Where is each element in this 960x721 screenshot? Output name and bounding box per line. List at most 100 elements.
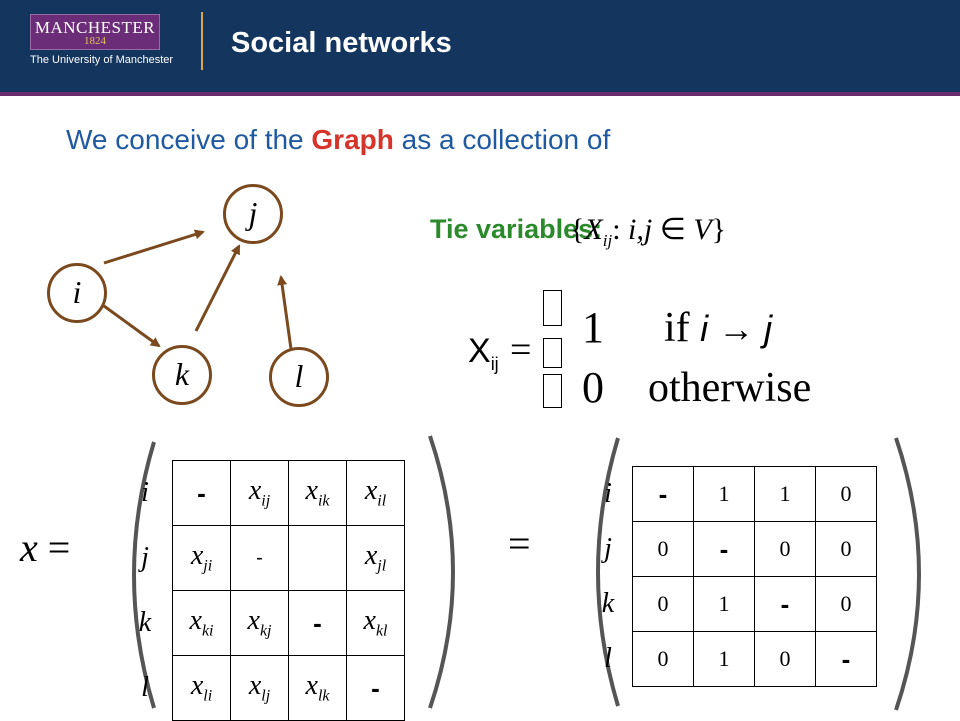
definition-one: 1 [582,303,604,352]
set-colon: : [612,213,621,246]
matrix-cell: - [693,521,755,577]
matrix-cell: xlk [288,655,347,721]
matrix-cell: xki [172,590,231,656]
matrix-cell: 0 [632,521,694,577]
logo-year: 1824 [84,35,106,47]
tie-variables-label: Tie variables: [430,214,603,244]
logo-wordmark: MANCHESTER [34,18,156,37]
university-name: The University of Manchester [30,54,174,66]
set-open-brace: { [570,213,585,246]
matrix-lhs-var: x [20,525,38,570]
definition-equals: = [510,329,532,371]
edge-i-k [103,304,161,348]
slide-subtitle: We conceive of the Graph as a collection… [66,124,610,156]
set-index: i,j [628,213,653,246]
matrix-lhs: x = [20,524,70,571]
node-l-label: l [294,358,304,394]
matrix-cell: xji [172,525,231,591]
right-paren-1 [428,435,455,709]
matrix-row-label: k [138,607,152,638]
header-bar: MANCHESTER 1824 The University of Manche… [0,0,960,92]
node-j-label: j [248,195,258,231]
matrix-cell: xjl [346,525,405,591]
brace-box-mid [543,338,562,368]
edge-k-j [194,244,241,332]
matrix-cell: - [346,655,405,721]
edge-l-j [277,275,293,350]
subtitle-after: as a collection of [393,124,611,155]
subtitle-before: We conceive of the [66,124,312,155]
node-i[interactable]: i [47,263,107,323]
matrix-cell: 0 [754,631,816,687]
definition-lhs-sub: ij [490,353,499,374]
matrix-cell: - [815,631,877,687]
matrix-cell [288,525,347,591]
definition-condition: if i → j [664,304,772,352]
edge-i-j [103,229,205,265]
matrix-cell: - [754,576,816,632]
definition-zero: 0 [582,363,604,412]
right-paren-2 [894,437,921,711]
matrix-cell: 1 [693,631,755,687]
matrix-cell: 0 [815,576,877,632]
set-var-sub: ij [602,231,613,250]
matrix-cell: 0 [754,521,816,577]
header-stripe [0,92,960,96]
left-paren-2 [596,437,620,707]
definition-if-expr: i → j [700,308,773,349]
matrix-cell: 0 [815,466,877,522]
definition-lhs-var: X [468,332,491,370]
matrix-cell: xik [288,460,347,526]
definition-lhs: Xij [468,332,499,375]
node-i-label: i [72,274,82,310]
matrix-cell: - [230,525,289,591]
node-k[interactable]: k [152,345,212,405]
matrix-cell: xli [172,655,231,721]
brace-box-top [543,290,562,326]
matrix-lhs-equals: = [47,525,71,570]
matrix-cell: xil [346,460,405,526]
matrix-row-label: i [604,478,612,509]
node-l[interactable]: l [269,347,329,407]
matrix-equals: = [508,521,531,566]
set-element-of: ∈ [659,213,686,246]
matrix-row-label: l [604,643,612,674]
university-logo[interactable]: MANCHESTER 1824 [30,14,160,50]
node-k-label: k [174,356,190,392]
matrix-cell: xkl [346,590,405,656]
matrix-cell: - [288,590,347,656]
slide-title: Social networks [231,27,452,59]
matrix-cell: 1 [693,576,755,632]
matrix-row-label: j [141,542,149,573]
header-divider [201,12,203,70]
matrix-cell: 1 [754,466,816,522]
node-j[interactable]: j [223,184,283,244]
matrix-cell: 1 [693,466,755,522]
brace-box-bottom [543,374,562,408]
matrix-cell: xkj [230,590,289,656]
matrix-row-label: i [141,477,149,508]
set-var: X [584,213,603,246]
set-close-brace: } [711,213,727,246]
matrix-cell: 0 [632,576,694,632]
subtitle-highlight: Graph [311,124,394,155]
left-paren-1 [132,441,156,709]
definition-otherwise: otherwise [648,365,812,411]
matrix-cell: - [172,460,231,526]
definition-if: if [664,305,701,351]
matrix-row-label: j [604,533,612,564]
matrix-row-label: l [141,672,149,703]
set-V: V [693,213,712,246]
matrix-cell: 0 [632,631,694,687]
matrix-cell: xlj [230,655,289,721]
